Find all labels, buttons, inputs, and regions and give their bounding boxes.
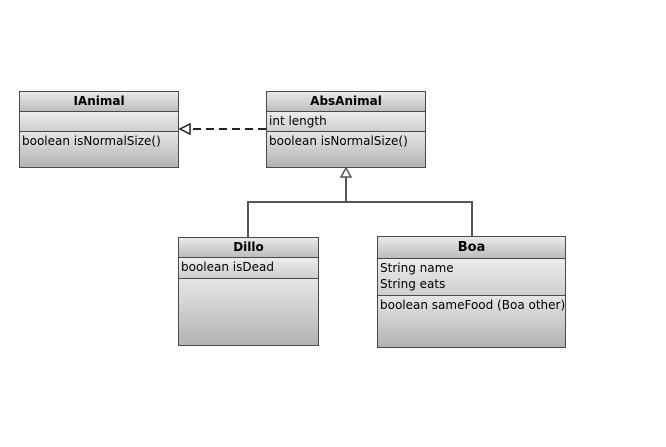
attribute: String eats [380,277,446,291]
class-ianimal[interactable]: IAnimal boolean isNormalSize() [19,91,179,168]
class-name: Boa [378,237,565,259]
attributes-section: int length [267,112,425,132]
realization-arrowhead [178,122,191,136]
attributes-section: String name String eats [378,259,565,296]
class-boa[interactable]: Boa String name String eats boolean same… [377,236,566,348]
methods-section [179,279,318,345]
class-dillo[interactable]: Dillo boolean isDead [178,237,319,346]
methods-section: boolean isNormalSize() [20,132,178,167]
methods-section: boolean sameFood (Boa other) [378,296,565,347]
method: boolean isNormalSize() [269,134,408,148]
methods-section: boolean isNormalSize() [267,132,425,167]
attribute: int length [269,114,327,128]
generalization-arrowhead [339,166,353,178]
attribute: boolean isDead [181,260,274,274]
class-name: AbsAnimal [267,92,425,112]
attribute: String name [380,261,454,275]
generalization-line-boa [346,201,473,237]
class-name: Dillo [179,238,318,258]
class-absanimal[interactable]: AbsAnimal int length boolean isNormalSiz… [266,91,426,168]
attributes-section: boolean isDead [179,258,318,279]
generalization-line-dillo [247,177,347,237]
attributes-section [20,112,178,132]
method: boolean sameFood (Boa other) [380,298,566,312]
class-name: IAnimal [20,92,178,112]
method: boolean isNormalSize() [22,134,161,148]
